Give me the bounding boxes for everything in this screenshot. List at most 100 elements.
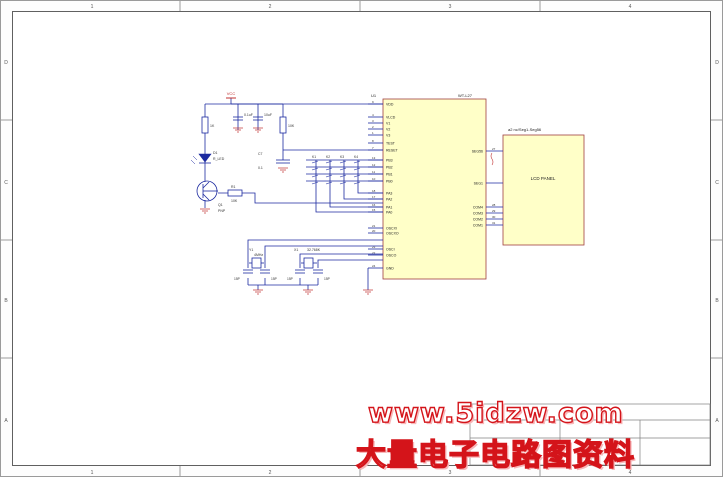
- row-label-d: D: [4, 60, 8, 66]
- r1-value: 10K: [231, 199, 238, 203]
- chip-pin-number: 27: [492, 147, 496, 151]
- key-contact: [325, 167, 333, 171]
- vcc-label: VCC: [227, 91, 236, 96]
- chip-pin-name: GND: [386, 266, 394, 270]
- chip-pin-name: PB0: [386, 179, 393, 183]
- chip-pin-name: PA0: [386, 210, 392, 214]
- chip-pin-number: 12: [372, 163, 376, 167]
- cap-xt4-value: 15P: [324, 277, 331, 281]
- cap-xt1-value: 15P: [234, 277, 241, 281]
- chip-pin-name: PA1: [386, 205, 392, 209]
- chip-pin-number: 9: [372, 100, 374, 104]
- lcd-panel-label: LCD PANEL: [531, 176, 556, 181]
- lcd-panel-title: a2 nc/Seg1-Seg56: [508, 127, 542, 132]
- chip-pin-name: PA3: [386, 191, 392, 195]
- crystal-y1: [243, 257, 270, 274]
- chip-pin-name: OSCO: [386, 253, 397, 257]
- chip-pin-number: 11: [372, 170, 375, 174]
- chip-pin-number: 17: [372, 195, 376, 199]
- cap-xt2-value: 15P: [271, 277, 278, 281]
- chip-pin-number: 18: [372, 189, 376, 193]
- chip-pin-number: 1: [372, 131, 374, 135]
- key-contact: [353, 181, 361, 185]
- chip-pin-number: 21: [372, 224, 376, 228]
- key-contact: [339, 181, 347, 185]
- col-label-1b: 1: [91, 470, 94, 476]
- q1-ref: Q1: [218, 203, 223, 207]
- chip-pin-number: 3: [372, 119, 374, 123]
- led-d1: [190, 153, 212, 165]
- chip-pin-number: 8: [372, 139, 374, 143]
- ground-symbols: [200, 127, 373, 295]
- lcd-break-mark: [490, 152, 494, 166]
- row-label-c: C: [4, 180, 8, 186]
- chip-pin-number: 23: [372, 245, 376, 249]
- key-label: K3: [340, 155, 344, 159]
- chip-pin-name: COM3: [473, 211, 483, 215]
- mcu-chip: [382, 98, 487, 280]
- q1-value: PNP: [218, 209, 226, 213]
- r-top2-value: 10K: [288, 124, 295, 128]
- col-label-4b: 4: [629, 470, 632, 476]
- row-label-b-r: B: [715, 298, 719, 304]
- row-label-a: A: [4, 418, 8, 424]
- chip-pin-name: SEG56: [472, 149, 483, 153]
- col-label-4: 4: [629, 4, 632, 10]
- chip-part: WT-L27: [458, 93, 473, 98]
- key-contact: [353, 174, 361, 178]
- key-contact: [311, 160, 319, 164]
- d1-value: R_LED: [213, 157, 225, 161]
- key-contact: [339, 167, 347, 171]
- chip-pin-number: 13: [372, 156, 376, 160]
- key-contact: [325, 181, 333, 185]
- chip-pin-number: 20: [372, 229, 376, 233]
- chip-pin-number: 4: [372, 113, 374, 117]
- row-label-c-r: C: [715, 180, 719, 186]
- chip-pin-name: OSCI: [386, 247, 395, 251]
- c-top2-value: 10uF: [264, 113, 272, 117]
- key-contact: [339, 160, 347, 164]
- resistor-r1: [227, 189, 243, 197]
- chip-pin-name: V1: [386, 121, 390, 125]
- lcd-panel: [502, 134, 585, 246]
- key-contact: [353, 160, 361, 164]
- col-label-1: 1: [91, 4, 94, 10]
- chip-pin-number: 10: [372, 177, 376, 181]
- chip-pin-number: 22: [372, 251, 376, 255]
- row-label-d-r: D: [715, 60, 719, 66]
- key-contact: [311, 181, 319, 185]
- title-block: [469, 403, 711, 466]
- chip-pin-name: PA2: [386, 197, 392, 201]
- chip-pin-name: VLCD: [386, 115, 396, 119]
- chip-pin-name: PB3: [386, 158, 393, 162]
- chip-pin-number: 30: [492, 215, 496, 219]
- x1-value: 32.768K: [307, 248, 321, 252]
- chip-pin-number: 16: [372, 203, 376, 207]
- key-contact: [311, 167, 319, 171]
- col-label-3b: 3: [449, 470, 452, 476]
- key-label: K1: [312, 155, 316, 159]
- chip-pin-name: COM1: [473, 223, 483, 227]
- d1-ref: D1: [213, 151, 218, 155]
- chip-pin-number: 28: [492, 203, 496, 207]
- chip-pin-name: V3: [386, 133, 390, 137]
- chip-pin-name: PB1: [386, 172, 393, 176]
- key-contact: [339, 174, 347, 178]
- chip-pin-number: 15: [372, 208, 376, 212]
- c7-value: 0.1: [258, 166, 263, 170]
- chip-pin-number: 24: [372, 264, 376, 268]
- col-label-2: 2: [269, 4, 272, 10]
- key-contact: [311, 174, 319, 178]
- col-label-3: 3: [449, 4, 452, 10]
- watermark-url: www.5idzw.com: [367, 397, 624, 429]
- x1-ref: X1: [294, 248, 298, 252]
- y1-ref: Y1: [249, 248, 253, 252]
- key-contact: [353, 167, 361, 171]
- key-contact: [325, 174, 333, 178]
- key-label: K2: [326, 155, 330, 159]
- chip-pin-name: VDD: [386, 102, 394, 106]
- cap-xt3-value: 15P: [287, 277, 294, 281]
- chip-ref: U1: [371, 93, 377, 98]
- col-label-2b: 2: [269, 470, 272, 476]
